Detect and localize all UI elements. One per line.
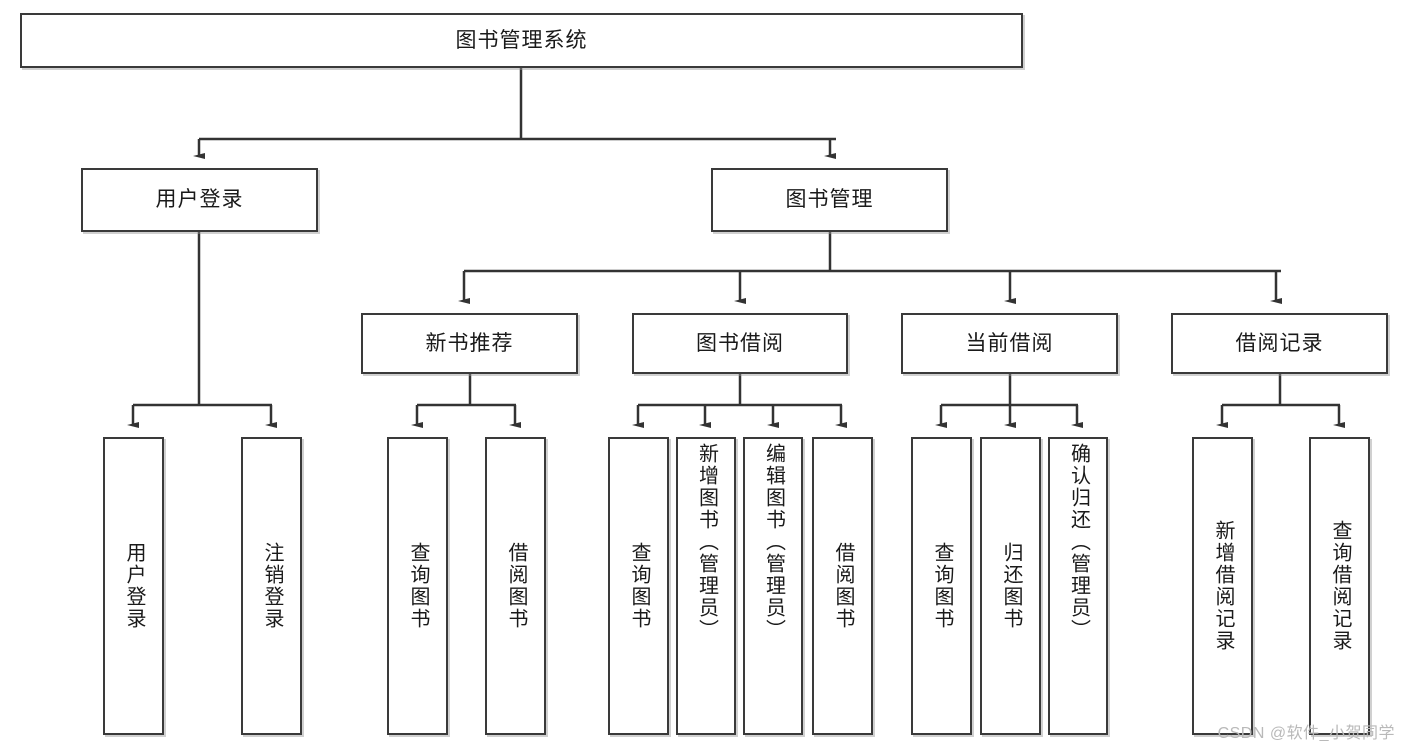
leaf-query-borrow-record[interactable]: 查询借阅记录 [1309, 437, 1370, 735]
node-book-management[interactable]: 图书管理 [711, 168, 948, 232]
node-book-borrow[interactable]: 图书借阅 [632, 313, 848, 374]
leaf-add-borrow-record[interactable]: 新增借阅记录 [1192, 437, 1253, 735]
leaf-query-book-borrow[interactable]: 查询图书 [608, 437, 669, 735]
leaf-edit-book-admin[interactable]: 编辑图书（管理员） [743, 437, 803, 735]
leaf-query-book-recommend[interactable]: 查询图书 [387, 437, 448, 735]
leaf-user-login[interactable]: 用户登录 [103, 437, 164, 735]
leaf-return-book[interactable]: 归还图书 [980, 437, 1041, 735]
node-current-borrow[interactable]: 当前借阅 [901, 313, 1118, 374]
node-user-login[interactable]: 用户登录 [81, 168, 318, 232]
node-new-book-recommend[interactable]: 新书推荐 [361, 313, 578, 374]
leaf-logout-login[interactable]: 注销登录 [241, 437, 302, 735]
csdn-watermark: CSDN @软件_小贺同学 [1217, 725, 1395, 742]
leaf-borrow-book-recommend[interactable]: 借阅图书 [485, 437, 546, 735]
node-root-book-management-system[interactable]: 图书管理系统 [20, 13, 1023, 68]
leaf-add-book-admin[interactable]: 新增图书（管理员） [676, 437, 736, 735]
leaf-borrow-book-borrow[interactable]: 借阅图书 [812, 437, 873, 735]
leaf-query-book-current[interactable]: 查询图书 [911, 437, 972, 735]
leaf-confirm-return-admin[interactable]: 确认归还（管理员） [1048, 437, 1108, 735]
node-borrow-record[interactable]: 借阅记录 [1171, 313, 1388, 374]
